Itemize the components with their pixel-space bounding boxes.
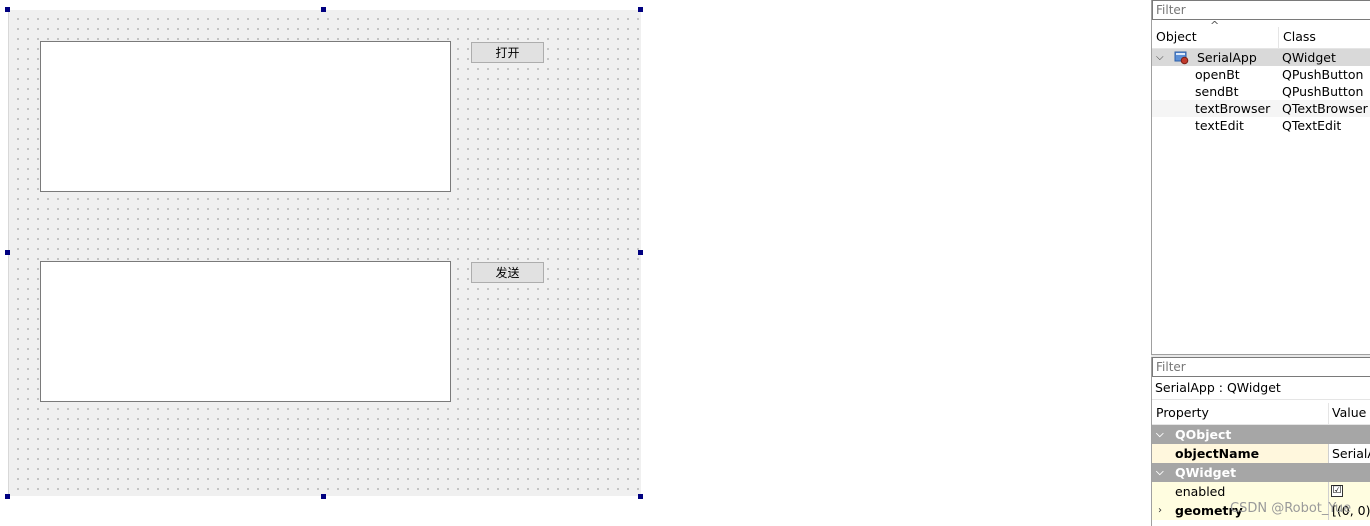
property-row-enabled[interactable]: enabled ☑ (1152, 482, 1370, 501)
text-edit[interactable] (40, 261, 451, 402)
tree-item-object: SerialApp (1197, 50, 1257, 65)
watermark: CSDN @Robot_Yue (1230, 501, 1352, 516)
tree-item-object: textEdit (1195, 118, 1244, 133)
tree-item-class: QWidget (1282, 50, 1336, 65)
tree-item-class: QPushButton (1282, 67, 1364, 82)
chevron-down-icon[interactable]: ⌵ (1156, 52, 1164, 63)
property-name: objectName (1175, 446, 1260, 461)
chevron-down-icon[interactable]: ⌵ (1156, 467, 1164, 478)
property-row-geometry[interactable]: › geometry [(0, 0), (1152, 501, 1370, 520)
column-value[interactable]: Value (1332, 405, 1367, 420)
property-group-qobject[interactable]: ⌵ QObject (1152, 425, 1370, 444)
property-group-label: QObject (1175, 427, 1232, 442)
enabled-checkbox[interactable]: ☑ (1331, 485, 1343, 497)
property-name: geometry (1175, 503, 1243, 518)
widget-icon (1174, 51, 1189, 65)
tree-row-serialapp[interactable]: ⌵ SerialApp QWidget (1152, 49, 1370, 66)
design-form[interactable]: 打开 发送 (8, 10, 641, 496)
tree-item-class: QTextBrowser (1282, 101, 1368, 116)
resize-handle-top-right[interactable] (638, 7, 643, 12)
object-filter-input[interactable]: Filter (1152, 0, 1370, 20)
object-table-header: ^ Object Class (1152, 19, 1370, 49)
dock-divider[interactable] (1151, 354, 1370, 358)
resize-handle-right[interactable] (638, 250, 643, 255)
property-name: enabled (1175, 484, 1226, 499)
object-inspector: Filter ^ Object Class ⌵ SerialApp QWidge… (1151, 0, 1370, 354)
tree-row-textedit[interactable]: textEdit QTextEdit (1152, 117, 1370, 134)
property-editor-subtitle: SerialApp : QWidget (1152, 377, 1370, 400)
tree-item-object: openBt (1195, 67, 1240, 82)
property-row-objectname[interactable]: objectName SerialA (1152, 444, 1370, 463)
text-browser[interactable] (40, 41, 451, 192)
resize-handle-left[interactable] (5, 250, 10, 255)
tree-row-openbt[interactable]: openBt QPushButton (1152, 66, 1370, 83)
tree-item-class: QTextEdit (1282, 118, 1342, 133)
resize-handle-bottom-left[interactable] (5, 494, 10, 499)
open-button[interactable]: 打开 (471, 42, 544, 63)
property-filter-input[interactable]: Filter (1152, 357, 1370, 377)
tree-row-textbrowser[interactable]: textBrowser QTextBrowser (1152, 100, 1370, 117)
column-class[interactable]: Class (1283, 29, 1316, 44)
column-property[interactable]: Property (1156, 405, 1209, 420)
tree-row-sendbt[interactable]: sendBt QPushButton (1152, 83, 1370, 100)
tree-item-class: QPushButton (1282, 84, 1364, 99)
resize-handle-top-left[interactable] (5, 7, 10, 12)
tree-item-object: textBrowser (1195, 101, 1271, 116)
resize-handle-bottom[interactable] (321, 494, 326, 499)
send-button[interactable]: 发送 (471, 262, 544, 283)
resize-handle-top[interactable] (321, 7, 326, 12)
resize-handle-bottom-right[interactable] (638, 494, 643, 499)
column-object[interactable]: Object (1156, 29, 1197, 44)
sort-ascending-icon: ^ (1210, 19, 1220, 32)
property-group-label: QWidget (1175, 465, 1237, 480)
property-group-qwidget[interactable]: ⌵ QWidget (1152, 463, 1370, 482)
chevron-right-icon[interactable]: › (1158, 505, 1162, 516)
chevron-down-icon[interactable]: ⌵ (1156, 429, 1164, 440)
tree-item-object: sendBt (1195, 84, 1239, 99)
property-value[interactable]: [(0, 0), (1332, 503, 1370, 518)
property-table-header: Property Value (1152, 400, 1370, 425)
property-editor: Filter SerialApp : QWidget Property Valu… (1151, 357, 1370, 526)
property-value[interactable]: SerialA (1332, 446, 1370, 461)
